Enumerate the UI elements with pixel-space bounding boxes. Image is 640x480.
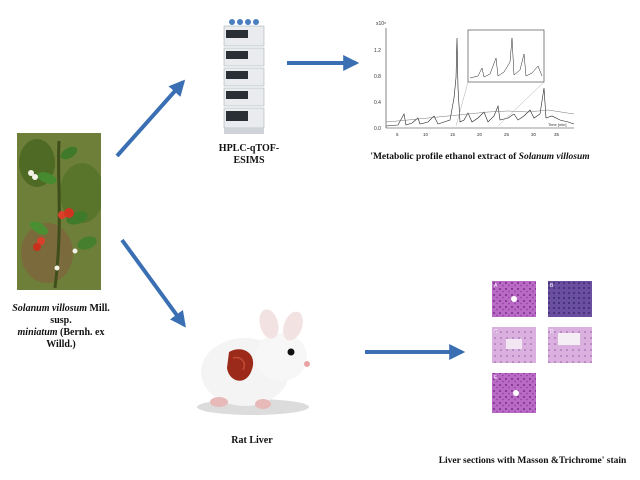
liver-sections-panel: A B C D E xyxy=(492,281,594,414)
plant-caption: Solanum villosum Mill. susp. miniatum (B… xyxy=(5,303,117,351)
plant-photo xyxy=(17,133,101,290)
x-tick: 20 xyxy=(477,132,483,137)
x-tick: 35 xyxy=(554,132,560,137)
y-tick: 1.2 xyxy=(374,48,381,54)
x-tick: 30 xyxy=(531,132,537,137)
section-label: E xyxy=(494,375,498,381)
x-tick: 5 xyxy=(396,132,399,137)
section-label: A xyxy=(494,283,498,289)
arrow-plant-to-hplc xyxy=(115,79,186,158)
x-tick: 25 xyxy=(504,132,510,137)
liver-sections-caption: Liver sections with Masson &Trichrome' s… xyxy=(438,456,627,466)
y-tick: 0.0 xyxy=(374,126,381,132)
y-tick: 0.4 xyxy=(374,100,381,106)
section-label: B xyxy=(550,283,554,289)
hplc-instrument xyxy=(220,18,268,136)
metabolic-caption-text: 'Metabolic profile ethanol extract of xyxy=(370,152,519,162)
chromatogram: x10⁶ 1.2 0.8 0.4 0.0 5 10 15 20 25 30 35… xyxy=(368,18,580,142)
plant-caption-subspecies: miniatum xyxy=(17,327,58,338)
rat-image xyxy=(193,302,321,420)
x-tick: 10 xyxy=(423,132,429,137)
plant-caption-author: Mill. susp. xyxy=(50,303,110,326)
chromatogram-y-unit: x10⁶ xyxy=(376,21,386,27)
rat-liver-caption: Rat Liver xyxy=(231,435,273,446)
x-axis-unit: Time [min] xyxy=(548,122,567,127)
section-label: C xyxy=(494,329,498,335)
section-label: D xyxy=(550,329,554,335)
y-tick: 0.8 xyxy=(374,74,381,80)
plant-caption-genus: Solanum villosum xyxy=(12,303,87,314)
metabolic-caption-species: Solanum villosum xyxy=(518,152,590,162)
metabolic-profile-caption: 'Metabolic profile ethanol extract of So… xyxy=(340,151,620,163)
arrow-plant-to-rat xyxy=(120,238,186,328)
hplc-caption: HPLC-qTOF-ESIMS xyxy=(218,143,280,166)
x-tick: 15 xyxy=(450,132,456,137)
plant-caption-authority: (Bernh. ex Willd.) xyxy=(46,327,105,350)
